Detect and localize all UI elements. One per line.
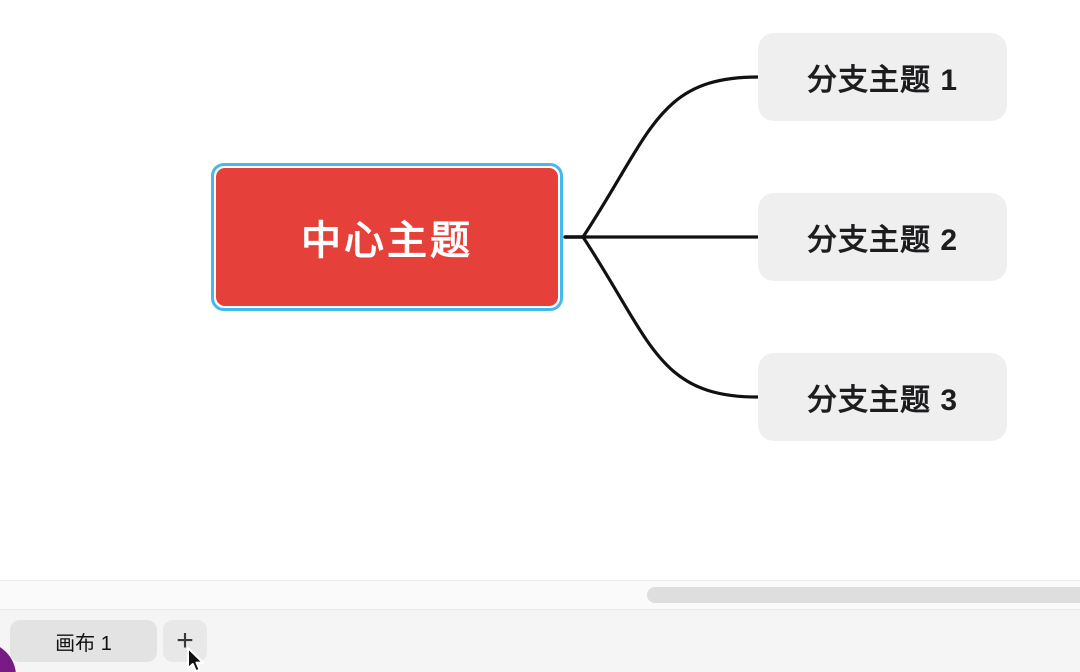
horizontal-scrollbar-thumb[interactable] xyxy=(647,587,1080,603)
connector-branch-3 xyxy=(563,235,760,399)
central-topic-selection-ring: 中心主题 xyxy=(211,163,563,311)
mindmap-canvas[interactable]: 中心主题 分支主题 1 分支主题 2 分支主题 3 xyxy=(0,0,1080,580)
sheet-tab-canvas-1[interactable]: 画布 1 xyxy=(10,620,157,662)
add-sheet-button[interactable]: + xyxy=(163,620,207,662)
branch-topic-2-node[interactable]: 分支主题 2 xyxy=(758,193,1007,281)
central-topic-node[interactable]: 中心主题 xyxy=(216,168,558,306)
branch-topic-3-node[interactable]: 分支主题 3 xyxy=(758,353,1007,441)
sheet-bar: 画布 1 + xyxy=(0,610,1080,672)
horizontal-scrollbar-track[interactable] xyxy=(0,580,1080,610)
connector-branch-1 xyxy=(563,75,760,239)
branch-topic-1-node[interactable]: 分支主题 1 xyxy=(758,33,1007,121)
